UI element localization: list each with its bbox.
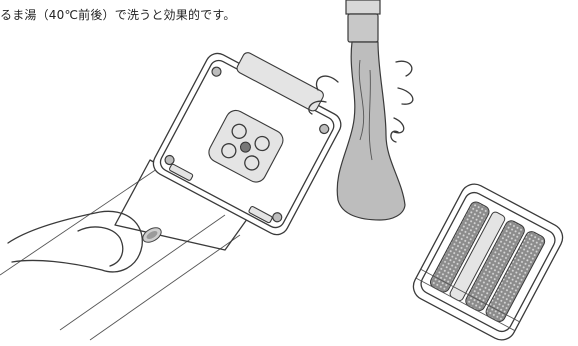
water-stream [308, 41, 414, 221]
blade-cassette [412, 183, 564, 341]
faucet-icon [345, 0, 381, 43]
instruction-caption: るま湯（40℃前後）で洗うと効果的です。 [0, 8, 236, 22]
finger-illustration [7, 210, 143, 273]
shaver-head [152, 52, 342, 236]
shaver-body [0, 149, 251, 341]
